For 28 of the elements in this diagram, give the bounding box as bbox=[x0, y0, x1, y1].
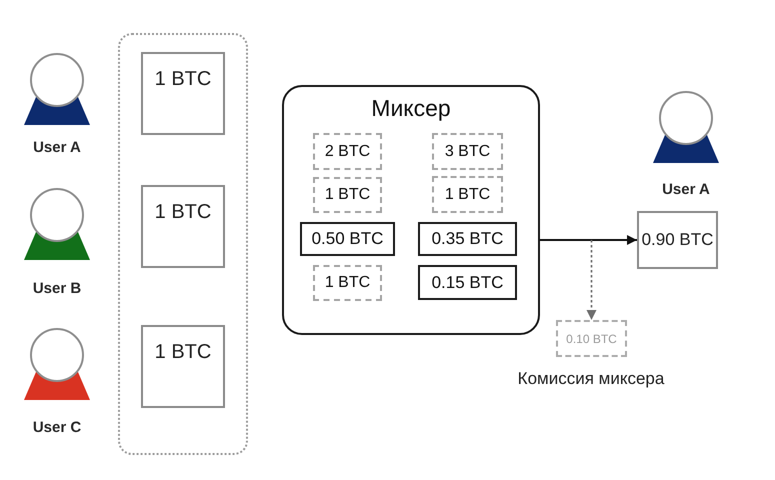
arrow bbox=[592, 235, 637, 245]
node-label: Комиссия миксера bbox=[518, 369, 664, 389]
person-icon bbox=[22, 52, 92, 126]
person-icon bbox=[22, 187, 92, 261]
person-icon bbox=[651, 90, 721, 164]
amount-box: 3 BTC bbox=[432, 133, 503, 170]
user-name: User B bbox=[32, 280, 82, 297]
amount-box: 1 BTC bbox=[432, 176, 503, 213]
connector-line bbox=[540, 239, 592, 241]
amount-box: 1 BTC bbox=[313, 265, 382, 301]
amount-box: 0.50 BTC bbox=[300, 222, 395, 256]
panel-title: Миксер bbox=[371, 95, 451, 122]
group-frame bbox=[282, 85, 540, 335]
amount-box: 0.35 BTC bbox=[418, 222, 517, 256]
amount-box: 1 BTC bbox=[313, 177, 382, 213]
amount-box: 1 BTC bbox=[141, 325, 225, 408]
user-name: User A bbox=[33, 139, 81, 156]
amount-box: 2 BTC bbox=[313, 133, 382, 170]
amount-box: 0.10 BTC bbox=[556, 320, 627, 357]
amount-box: 1 BTC bbox=[141, 52, 225, 135]
dashed-arrow bbox=[586, 240, 596, 320]
person-icon bbox=[22, 327, 92, 401]
user-name: User A bbox=[662, 181, 710, 198]
user-name: User C bbox=[32, 419, 82, 436]
group-frame bbox=[118, 33, 248, 455]
amount-box: 1 BTC bbox=[141, 185, 225, 268]
amount-box: 0.15 BTC bbox=[418, 265, 517, 300]
amount-box: 0.90 BTC bbox=[637, 211, 718, 269]
